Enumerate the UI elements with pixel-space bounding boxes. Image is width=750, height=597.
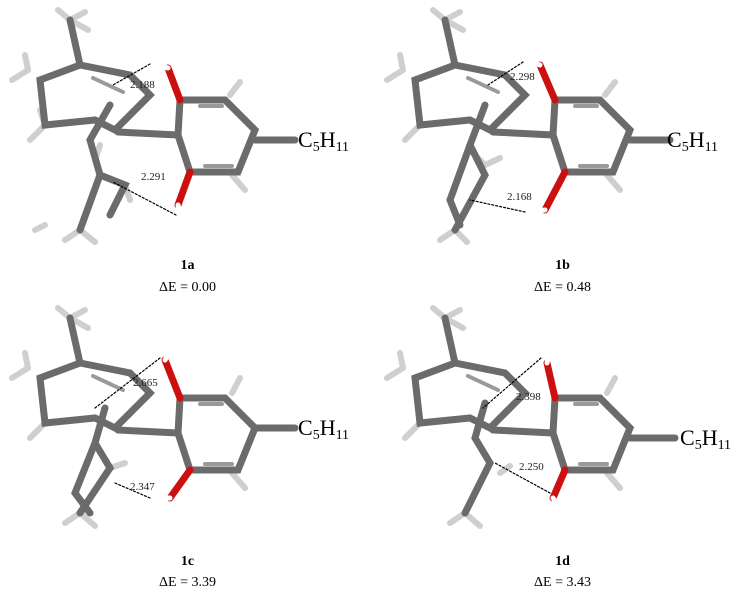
distance-label-d1: 2.398 bbox=[516, 391, 541, 403]
substituent-label: C5H11 bbox=[298, 415, 350, 443]
substituent-label: C5H11 bbox=[298, 127, 350, 155]
substituent-label: C5H11 bbox=[667, 127, 719, 155]
distance-label-c1: 2.665 bbox=[133, 377, 158, 389]
molecule-1d: 2.398 2.250 bbox=[384, 305, 679, 529]
molecule-1b: 2.298 2.168 bbox=[384, 7, 674, 245]
conformer-panel-1d: 2.398 2.250 C5H11 1d ΔE = 3.43 bbox=[375, 298, 750, 596]
conformer-name: 1b bbox=[555, 258, 570, 273]
energy-value: ΔE = 0.00 bbox=[159, 280, 216, 295]
distance-label-a1: 2.188 bbox=[130, 79, 155, 91]
distance-label-a2: 2.291 bbox=[141, 171, 166, 183]
substituent-label: C5H11 bbox=[680, 425, 732, 453]
molecule-1a: 2.188 2.291 bbox=[9, 7, 299, 245]
energy-value: ΔE = 0.48 bbox=[534, 280, 591, 295]
conformer-panel-1b: 2.298 2.168 C5H11 1b ΔE = 0.48 bbox=[375, 0, 750, 298]
distance-label-d2: 2.250 bbox=[519, 461, 544, 473]
conformer-name: 1d bbox=[555, 554, 570, 569]
distance-label-b2: 2.168 bbox=[507, 191, 532, 203]
energy-value: ΔE = 3.43 bbox=[534, 575, 591, 590]
conformer-panel-1a: 2.188 2.291 C5H11 1a ΔE = 0.00 bbox=[0, 0, 375, 298]
conformer-panel-1c: 2.665 2.347 C5H11 1c ΔE = 3.39 bbox=[0, 298, 375, 596]
conformer-name: 1a bbox=[180, 258, 195, 273]
molecule-1c: 2.665 2.347 bbox=[9, 305, 299, 529]
conformer-name: 1c bbox=[180, 554, 195, 569]
distance-label-c2: 2.347 bbox=[130, 481, 155, 493]
energy-value: ΔE = 3.39 bbox=[159, 575, 216, 590]
distance-label-b1: 2.298 bbox=[510, 71, 535, 83]
